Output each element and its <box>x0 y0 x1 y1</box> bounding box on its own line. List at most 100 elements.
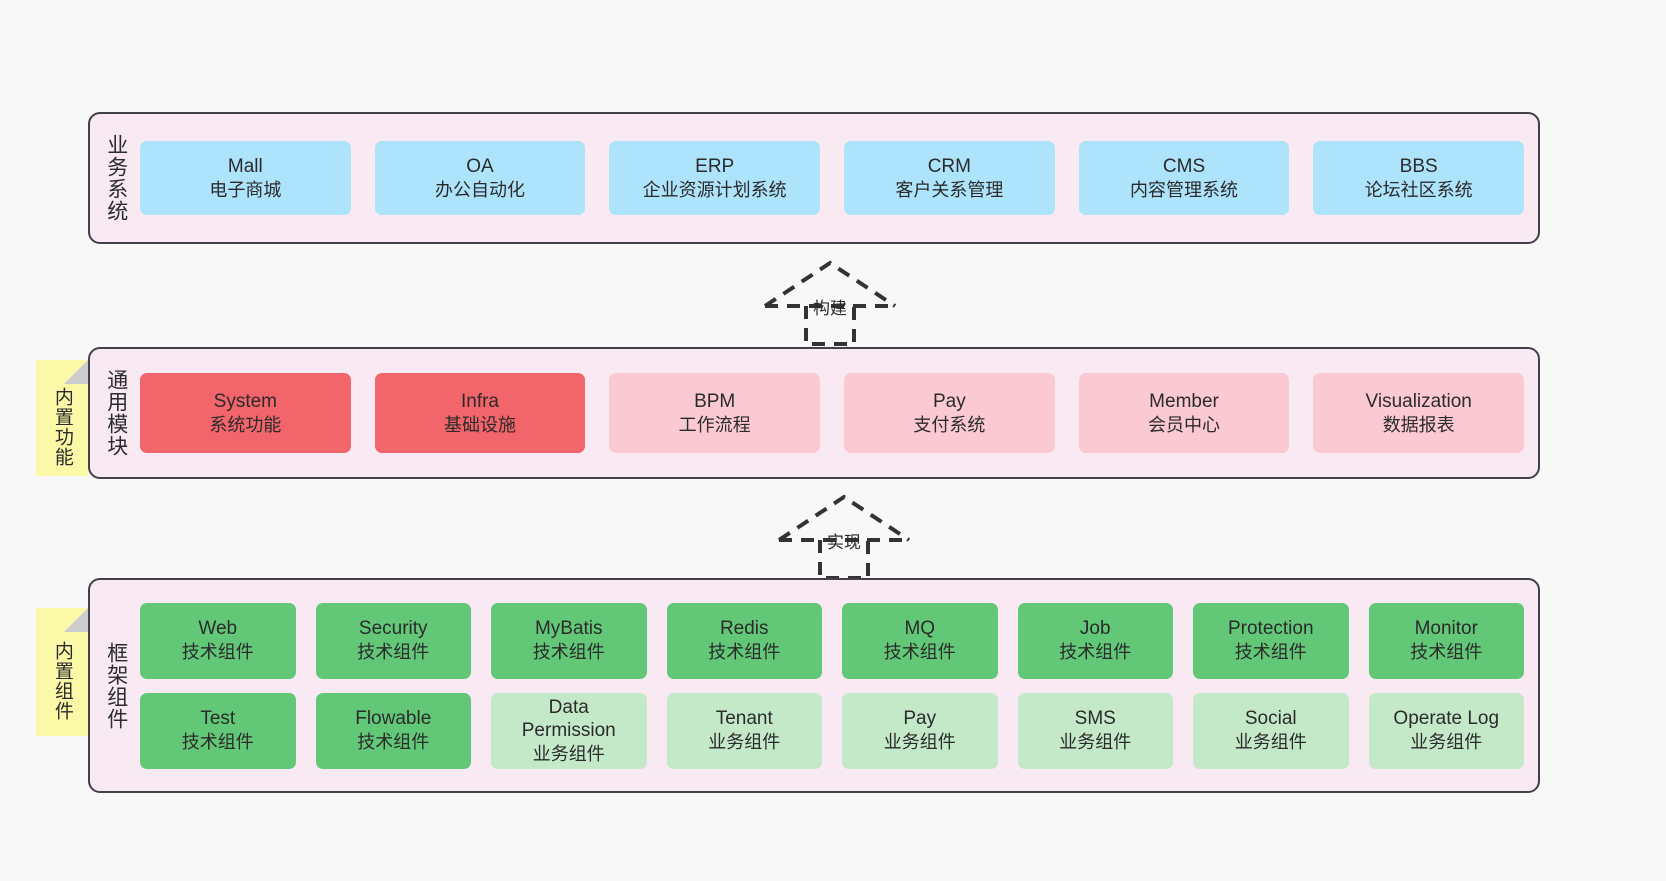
card-title: Pay <box>932 390 966 412</box>
card-redis[interactable]: Redis 技术组件 <box>666 602 822 679</box>
card-title: Test <box>200 708 236 730</box>
card-pay-module[interactable]: Pay 支付系统 <box>844 373 1055 453</box>
card-title: Tenant <box>715 708 773 730</box>
card-subtitle: 技术组件 <box>1410 642 1483 663</box>
card-mybatis[interactable]: MyBatis 技术组件 <box>491 602 647 679</box>
connector-label: 构建 <box>813 299 847 318</box>
card-row-business: Test 技术组件 Flowable 技术组件 Data Permission … <box>140 692 1524 769</box>
card-tenant[interactable]: Tenant 业务组件 <box>666 692 822 769</box>
card-mall[interactable]: Mall 电子商城 <box>140 141 351 215</box>
card-row-technical: Web 技术组件 Security 技术组件 MyBatis 技术组件 Redi… <box>140 602 1524 679</box>
card-crm[interactable]: CRM 客户关系管理 <box>844 141 1055 215</box>
card-subtitle: 企业资源计划系统 <box>642 179 787 200</box>
card-visualization[interactable]: Visualization 数据报表 <box>1313 373 1525 453</box>
card-subtitle: 技术组件 <box>1234 642 1307 663</box>
card-subtitle: 会员中心 <box>1148 414 1221 435</box>
card-title: Social <box>1244 708 1297 730</box>
implement-arrow-icon <box>777 494 911 580</box>
card-title: MQ <box>904 618 936 640</box>
card-row: System 系统功能 Infra 基础设施 BPM 工作流程 Pay 支付系统… <box>140 373 1525 453</box>
card-flowable[interactable]: Flowable 技术组件 <box>315 692 471 769</box>
card-subtitle: 技术组件 <box>357 642 430 663</box>
card-system[interactable]: System 系统功能 <box>140 373 351 453</box>
card-title: Data <box>548 696 589 718</box>
card-title: Web <box>198 618 238 640</box>
card-title: CMS <box>1162 155 1206 177</box>
card-subtitle: 技术组件 <box>181 642 254 663</box>
card-protection[interactable]: Protection 技术组件 <box>1193 602 1349 679</box>
card-title: Mall <box>227 155 263 177</box>
card-social[interactable]: Social 业务组件 <box>1193 692 1349 769</box>
card-sms[interactable]: SMS 业务组件 <box>1017 692 1173 769</box>
layer-title-business: 业务系统 <box>104 134 128 222</box>
card-subtitle: 技术组件 <box>883 642 956 663</box>
card-subtitle: 业务组件 <box>708 732 781 753</box>
card-member[interactable]: Member 会员中心 <box>1078 373 1290 453</box>
card-title: Flowable <box>355 708 432 730</box>
card-oa[interactable]: OA 办公自动化 <box>374 141 586 215</box>
sticky-note-label: 内置组件 <box>51 641 73 721</box>
connector-label: 实现 <box>827 533 861 552</box>
card-mq[interactable]: MQ 技术组件 <box>842 602 998 679</box>
layer-title-modules: 通用模块 <box>104 369 128 457</box>
card-subtitle: 办公自动化 <box>435 179 525 200</box>
card-subtitle: 技术组件 <box>708 642 781 663</box>
card-title: Monitor <box>1414 618 1478 640</box>
card-erp[interactable]: ERP 企业资源计划系统 <box>609 141 821 215</box>
card-security[interactable]: Security 技术组件 <box>315 602 471 679</box>
card-subtitle: 内容管理系统 <box>1130 179 1239 200</box>
card-title: Infra <box>460 390 500 412</box>
card-title: Pay <box>903 708 937 730</box>
card-title: System <box>213 390 278 412</box>
card-job[interactable]: Job 技术组件 <box>1017 602 1173 679</box>
card-subtitle: 电子商城 <box>209 179 282 200</box>
card-title: CRM <box>927 155 971 177</box>
card-subtitle: 论坛社区系统 <box>1364 179 1473 200</box>
connector-build: 构建 <box>760 258 900 346</box>
card-infra[interactable]: Infra 基础设施 <box>374 373 586 453</box>
layer-body-business: Mall 电子商城 OA 办公自动化 ERP 企业资源计划系统 CRM 客户关系… <box>136 120 1532 236</box>
card-pay-component[interactable]: Pay 业务组件 <box>842 692 998 769</box>
build-arrow-icon <box>763 260 897 346</box>
card-subtitle: 业务组件 <box>883 732 956 753</box>
layer-framework-component: 框架组件 Web 技术组件 Security 技术组件 MyBatis 技术组件… <box>88 578 1540 793</box>
card-subtitle: 业务组件 <box>1234 732 1307 753</box>
card-subtitle: 支付系统 <box>913 414 986 435</box>
card-subtitle: 业务组件 <box>1059 732 1132 753</box>
card-title: MyBatis <box>534 618 603 640</box>
layer-title-framework: 框架组件 <box>104 641 128 730</box>
card-web[interactable]: Web 技术组件 <box>140 602 296 679</box>
card-title: Visualization <box>1365 390 1472 412</box>
card-subtitle: 数据报表 <box>1382 414 1455 435</box>
card-subtitle: 技术组件 <box>1059 642 1132 663</box>
card-subtitle: 技术组件 <box>532 642 605 663</box>
layer-business-system: 业务系统 Mall 电子商城 OA 办公自动化 ERP 企业资源计划系统 CRM… <box>88 112 1540 244</box>
card-subtitle: 业务组件 <box>1410 732 1483 753</box>
card-test[interactable]: Test 技术组件 <box>140 692 296 769</box>
layer-common-module: 通用模块 System 系统功能 Infra 基础设施 BPM 工作流程 Pay… <box>88 347 1540 479</box>
card-data-permission[interactable]: Data Permission 业务组件 <box>491 692 647 769</box>
card-title: ERP <box>695 155 735 177</box>
connector-implement: 实现 <box>774 492 914 580</box>
card-title: SMS <box>1074 708 1116 730</box>
card-subtitle: 技术组件 <box>357 732 430 753</box>
card-title: Job <box>1079 618 1111 640</box>
card-title: BBS <box>1399 155 1438 177</box>
card-title: Security <box>358 618 428 640</box>
card-title: OA <box>466 155 494 177</box>
card-operate-log[interactable]: Operate Log 业务组件 <box>1368 692 1524 769</box>
card-title-line2: Permission <box>521 720 616 742</box>
card-subtitle: 系统功能 <box>209 414 282 435</box>
card-cms[interactable]: CMS 内容管理系统 <box>1078 141 1290 215</box>
card-title: Protection <box>1227 618 1314 640</box>
card-bbs[interactable]: BBS 论坛社区系统 <box>1313 141 1525 215</box>
card-title: BPM <box>694 390 736 412</box>
card-bpm[interactable]: BPM 工作流程 <box>609 373 821 453</box>
card-row: Mall 电子商城 OA 办公自动化 ERP 企业资源计划系统 CRM 客户关系… <box>140 141 1525 215</box>
card-subtitle: 基础设施 <box>444 414 516 435</box>
layer-body-framework: Web 技术组件 Security 技术组件 MyBatis 技术组件 Redi… <box>136 586 1532 785</box>
card-monitor[interactable]: Monitor 技术组件 <box>1368 602 1524 679</box>
layer-body-modules: System 系统功能 Infra 基础设施 BPM 工作流程 Pay 支付系统… <box>136 355 1532 471</box>
card-subtitle: 工作流程 <box>678 414 751 435</box>
